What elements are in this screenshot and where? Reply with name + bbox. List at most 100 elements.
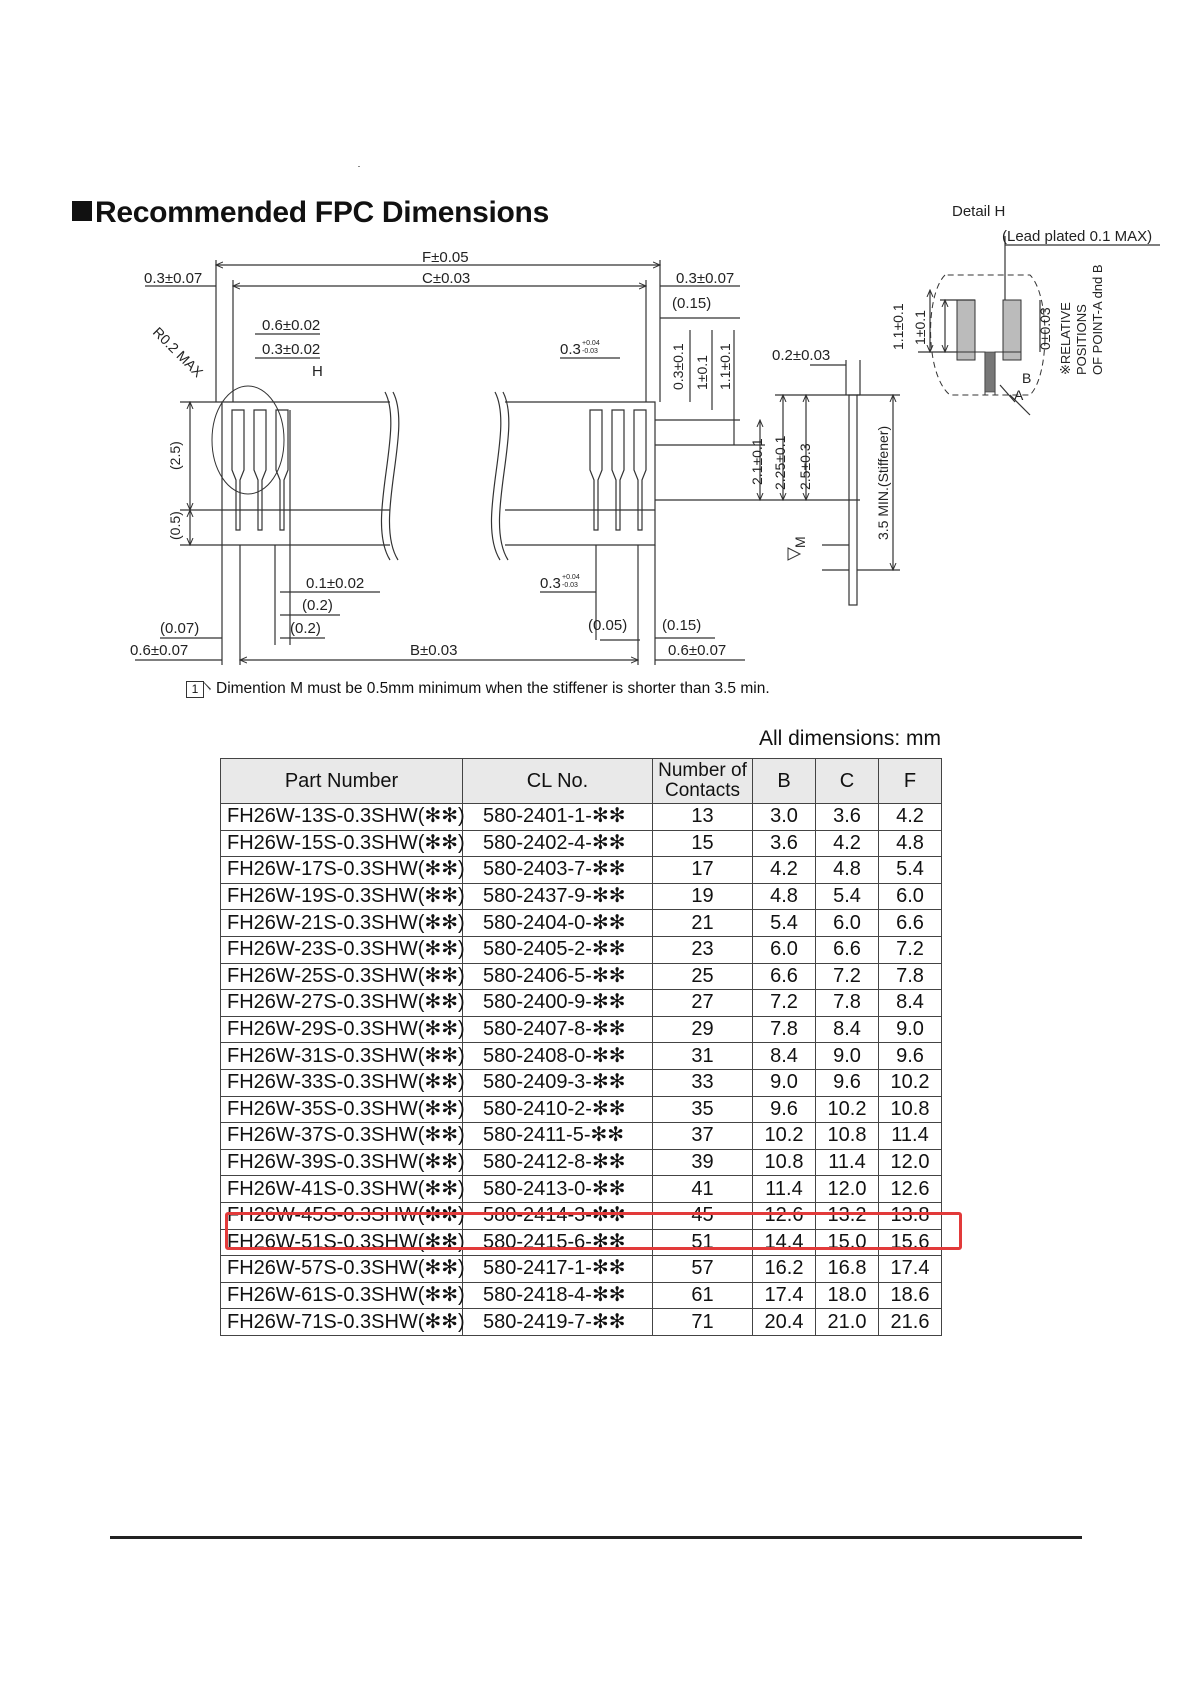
- cell-part-number: FH26W-31S-0.3SHW(✻✻): [220, 1042, 465, 1070]
- cell-f: 11.4: [878, 1122, 942, 1150]
- contact-pads-right: [589, 409, 647, 531]
- cell-b: 20.4: [752, 1308, 816, 1336]
- cell-f: 6.6: [878, 909, 942, 937]
- left-dim-05: (0.5): [167, 511, 183, 540]
- cell-c: 15.0: [815, 1228, 879, 1257]
- break-line-3: [490, 391, 502, 561]
- cell-f: 12.6: [878, 1175, 942, 1203]
- cell-contacts: 23: [652, 935, 753, 964]
- cell-contacts: 25: [652, 962, 753, 991]
- dim-03-002: 0.3±0.02: [262, 341, 320, 358]
- cell-b: 10.8: [752, 1148, 816, 1177]
- cell-b: 5.4: [752, 909, 816, 937]
- cell-part-number: FH26W-45S-0.3SHW(✻✻): [220, 1201, 465, 1230]
- contact-pads-left: [231, 409, 291, 545]
- cell-cl-no: 580-2401-1-✻✻: [462, 803, 653, 831]
- cell-contacts: 71: [652, 1308, 753, 1336]
- cell-cl-no: 580-2402-4-✻✻: [462, 829, 653, 858]
- header-c: C: [815, 758, 879, 804]
- vert-dim-1-01: 1±0.1: [694, 355, 710, 390]
- page-title: Recommended FPC Dimensions: [72, 196, 549, 230]
- cell-f: 13.8: [878, 1201, 942, 1230]
- cell-part-number: FH26W-33S-0.3SHW(✻✻): [220, 1068, 465, 1097]
- highlight-box: [225, 1212, 962, 1250]
- cell-c: 18.0: [815, 1281, 879, 1310]
- cell-f: 17.4: [878, 1255, 942, 1283]
- r02-label: R0.2 MAX: [150, 324, 207, 381]
- dim-02-b: (0.2): [290, 620, 321, 637]
- h-label: H: [312, 363, 323, 380]
- m-label: M: [792, 536, 808, 548]
- cell-c: 4.2: [815, 829, 879, 858]
- cell-part-number: FH26W-21S-0.3SHW(✻✻): [220, 909, 465, 937]
- cell-b: 4.2: [752, 856, 816, 884]
- cell-part-number: FH26W-57S-0.3SHW(✻✻): [220, 1255, 465, 1283]
- left-dim-25: (2.5): [167, 441, 183, 470]
- detail-h-view: [918, 236, 1160, 416]
- note-number-flag: 1: [186, 681, 211, 698]
- side-dim-225: 2.25±0.1: [772, 435, 788, 490]
- cell-contacts: 33: [652, 1068, 753, 1097]
- top-left-dimension: 0.3±0.07: [144, 270, 202, 287]
- header-b: B: [752, 758, 816, 804]
- cell-c: 7.2: [815, 962, 879, 991]
- cell-f: 12.0: [878, 1148, 942, 1177]
- cell-c: 8.4: [815, 1015, 879, 1044]
- vert-dim-03-01: 0.3±0.1: [670, 343, 686, 390]
- cell-f: 4.8: [878, 829, 942, 858]
- cell-b: 9.6: [752, 1095, 816, 1124]
- dim-01-002: 0.1±0.02: [306, 575, 364, 592]
- fpc-dimension-drawing: Detail H (Lead plated 0.1 MAX) 1.1±0.1 1…: [130, 203, 1160, 665]
- footer-rule: [110, 1536, 1082, 1539]
- dim-06-002: 0.6±0.02: [262, 317, 320, 334]
- cell-f: 7.8: [878, 962, 942, 991]
- cell-f: 10.2: [878, 1068, 942, 1097]
- cell-c: 13.2: [815, 1201, 879, 1230]
- cell-contacts: 19: [652, 882, 753, 911]
- cell-part-number: FH26W-19S-0.3SHW(✻✻): [220, 882, 465, 911]
- c-dimension: C±0.03: [422, 270, 470, 287]
- cell-b: 7.8: [752, 1015, 816, 1044]
- top-right-015: (0.15): [672, 295, 711, 312]
- dim-02-003: 0.2±0.03: [772, 347, 830, 364]
- cell-contacts: 27: [652, 989, 753, 1017]
- cell-contacts: 35: [652, 1095, 753, 1124]
- cell-f: 18.6: [878, 1281, 942, 1310]
- fpc-outline-left-top: [221, 401, 390, 545]
- note-text: Dimention M must be 0.5mm minimum when t…: [216, 680, 770, 697]
- cell-cl-no: 580-2403-7-✻✻: [462, 856, 653, 884]
- stray-mark: [358, 166, 360, 167]
- cell-f: 10.8: [878, 1095, 942, 1124]
- cell-cl-no: 580-2412-8-✻✻: [462, 1148, 653, 1177]
- cell-c: 10.8: [815, 1122, 879, 1150]
- cell-cl-no: 580-2407-8-✻✻: [462, 1015, 653, 1044]
- cell-b: 3.6: [752, 829, 816, 858]
- dimension-note: 1 Dimention M must be 0.5mm minimum when …: [186, 680, 770, 698]
- square-bullet-icon: [72, 201, 92, 221]
- cell-c: 3.6: [815, 803, 879, 831]
- cell-contacts: 39: [652, 1148, 753, 1177]
- cell-part-number: FH26W-29S-0.3SHW(✻✻): [220, 1015, 465, 1044]
- cell-part-number: FH26W-17S-0.3SHW(✻✻): [220, 856, 465, 884]
- cell-contacts: 21: [652, 909, 753, 937]
- cell-cl-no: 580-2418-4-✻✻: [462, 1281, 653, 1310]
- header-cl-no: CL No.: [462, 758, 653, 804]
- tol-sup-top: +0.04: [582, 340, 600, 347]
- cell-part-number: FH26W-61S-0.3SHW(✻✻): [220, 1281, 465, 1310]
- cell-f: 4.2: [878, 803, 942, 831]
- cell-cl-no: 580-2405-2-✻✻: [462, 935, 653, 964]
- point-a-label: A: [1014, 387, 1024, 403]
- f-dimension: F±0.05: [422, 249, 469, 266]
- cell-cl-no: 580-2419-7-✻✻: [462, 1308, 653, 1336]
- cell-contacts: 15: [652, 829, 753, 858]
- dim-03-tol-bottom: 0.3: [540, 575, 561, 592]
- table-header-row: Part Number CL No. Number of Contacts B …: [220, 758, 942, 804]
